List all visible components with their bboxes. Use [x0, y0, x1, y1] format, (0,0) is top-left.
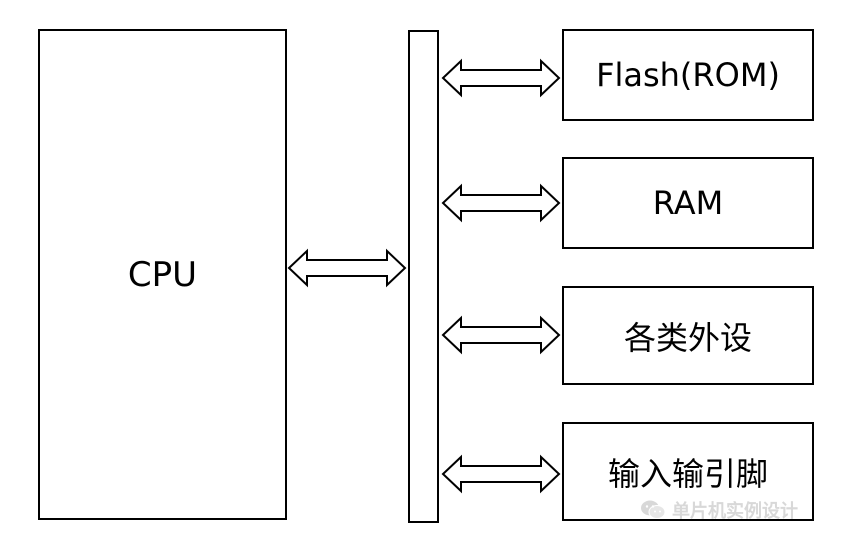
io-pins-label: 输入输引脚 — [607, 454, 768, 493]
watermark-text: 单片机实例设计 — [672, 501, 798, 522]
system-bus — [408, 30, 439, 523]
cpu-label: CPU — [127, 254, 198, 295]
bus-flash-arrow — [441, 58, 561, 98]
bus-ram-arrow — [441, 183, 561, 223]
cpu-block: CPU — [38, 29, 287, 520]
flash-rom-block: Flash(ROM) — [562, 29, 814, 121]
ram-label: RAM — [652, 184, 724, 222]
wechat-icon — [640, 499, 666, 521]
flash-rom-label: Flash(ROM) — [596, 56, 780, 94]
bus-io-pins-arrow — [441, 454, 561, 494]
bus-peripherals-arrow — [441, 315, 561, 355]
peripherals-block: 各类外设 — [562, 286, 814, 385]
io-pins-block: 输入输引脚 — [562, 422, 814, 521]
cpu-bus-arrow — [287, 248, 407, 288]
peripherals-label: 各类外设 — [623, 318, 752, 357]
ram-block: RAM — [562, 157, 814, 249]
watermark: 单片机实例设计 — [640, 496, 798, 524]
